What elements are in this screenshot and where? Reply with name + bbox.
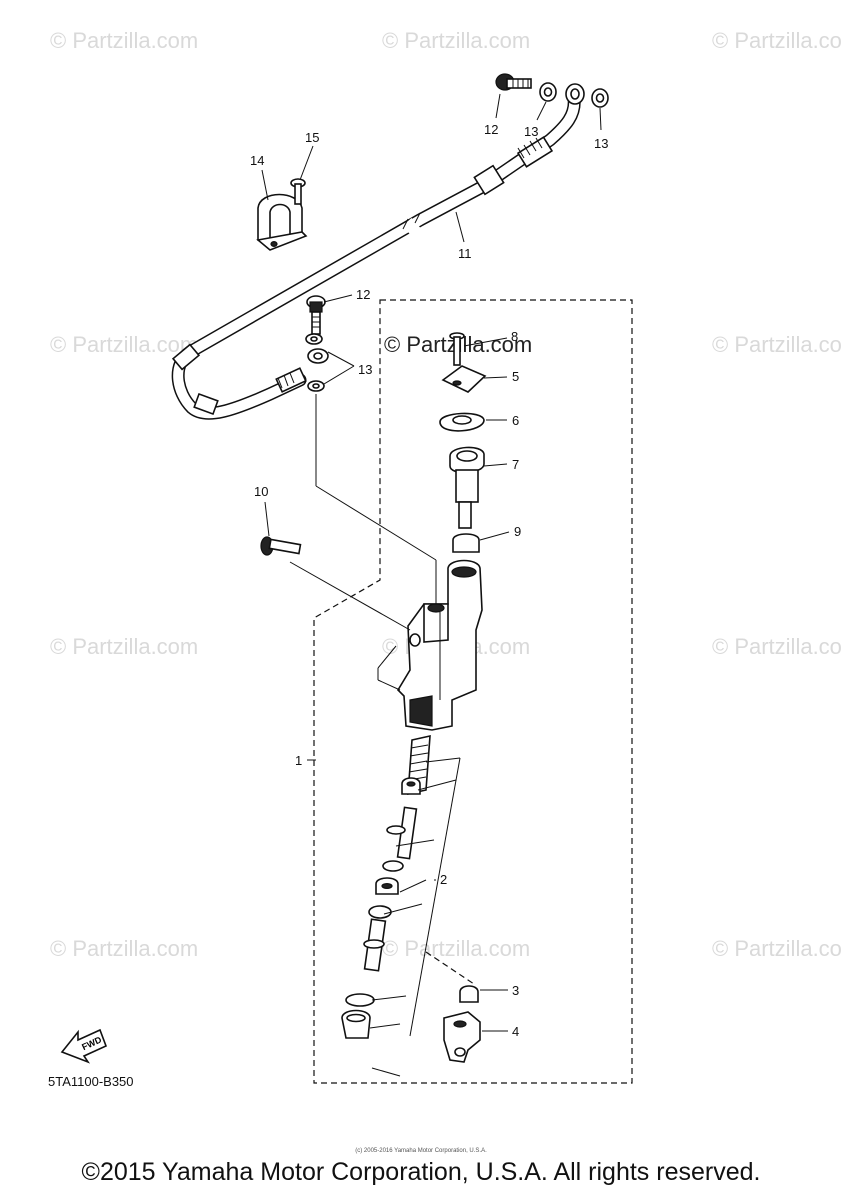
hose-clamp (256, 193, 308, 251)
callout-5: 5 (512, 369, 519, 384)
assembly-boundary (313, 299, 633, 1084)
callout-14: 14 (250, 153, 264, 168)
watermark: © Partzilla.com (712, 634, 842, 659)
callout-3: 3 (512, 983, 519, 998)
union-bolt-lower (306, 295, 326, 335)
callouts: 1 2 3 4 5 6 7 8 9 10 11 12 12 13 13 13 1… (250, 122, 608, 1039)
watermark: © Partzilla.com (50, 332, 198, 357)
locknut-and-clevis (443, 985, 481, 1063)
watermark: © Partzilla.com (50, 28, 198, 53)
watermark: © Partzilla.com (382, 28, 530, 53)
callout-12-upper: 12 (484, 122, 498, 137)
callout-13-upper-left: 13 (524, 124, 538, 139)
copyright-notice: ©2015 Yamaha Motor Corporation, U.S.A. A… (81, 1158, 761, 1186)
washers-lower (305, 333, 329, 392)
brake-hose (171, 83, 585, 420)
watermark: © Partzilla.com (50, 936, 198, 961)
mount-bolt (260, 536, 302, 556)
fwd-arrow: FWD (60, 1028, 108, 1064)
watermark: © Partzilla.com (712, 936, 842, 961)
callout-10: 10 (254, 484, 268, 499)
callout-9: 9 (514, 524, 521, 539)
callout-1: 1 (295, 753, 302, 768)
watermark: © Partzilla.com (50, 634, 198, 659)
callout-11: 11 (458, 246, 472, 261)
callout-13-lower: 13 (358, 362, 372, 377)
callout-6: 6 (512, 413, 519, 428)
callout-8: 8 (511, 329, 518, 344)
leader-lines (261, 93, 602, 1077)
callout-2: 2 (440, 872, 447, 887)
watermark: © Partzilla.com (712, 28, 842, 53)
callout-7: 7 (512, 457, 519, 472)
callout-15: 15 (305, 130, 319, 145)
diagram-code: 5TA1100-B350 (48, 1074, 134, 1089)
master-cylinder (396, 559, 483, 731)
watermark: © Partzilla.com (382, 936, 530, 961)
watermark: © Partzilla.com (712, 332, 842, 357)
small-copyright: (c) 2005-2016 Yamaha Motor Corporation, … (355, 1148, 487, 1154)
reservoir-stack (439, 332, 487, 553)
callout-4: 4 (512, 1024, 519, 1039)
callout-12-lower: 12 (356, 287, 370, 302)
piston-kit (341, 734, 431, 1039)
callout-13-upper-right: 13 (594, 136, 608, 151)
union-bolt-upper (495, 73, 532, 91)
watermarks: © Partzilla.com © Partzilla.com © Partzi… (50, 28, 842, 961)
washers-upper (539, 82, 609, 108)
clamp-screw (290, 178, 306, 205)
